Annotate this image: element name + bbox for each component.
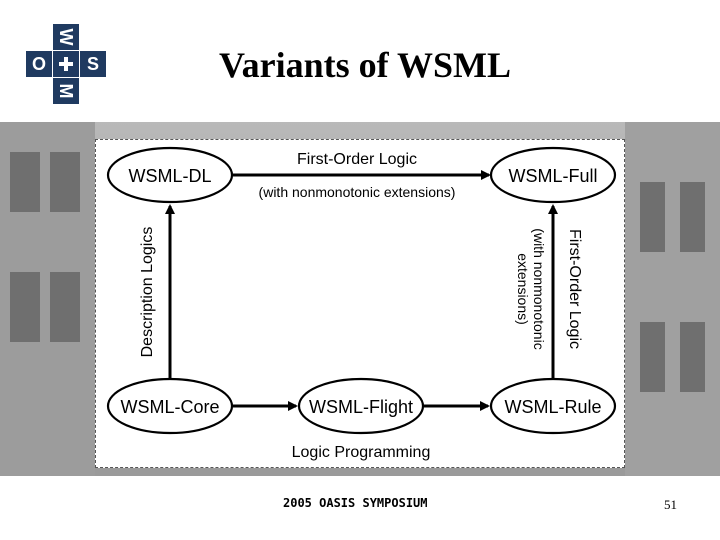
node-wsml-rule-label: WSML-Rule — [504, 397, 601, 417]
node-wsml-dl-label: WSML-DL — [128, 166, 211, 186]
window — [640, 322, 665, 392]
window — [50, 152, 80, 212]
window — [10, 152, 40, 212]
edge-label-first-order-logic-right: First-Order Logic — [566, 229, 583, 349]
logo-bottom-square — [53, 78, 79, 104]
edge-sublabel-right-2: extensions) — [515, 253, 531, 325]
node-wsml-full: WSML-Full — [489, 146, 617, 204]
window — [640, 182, 665, 252]
logo-letter-w: W — [56, 29, 76, 46]
edge-sublabel-right-1: (with nonmonotonic — [531, 228, 547, 349]
node-wsml-flight: WSML-Flight — [297, 377, 425, 435]
slide-title: Variants of WSML — [218, 45, 512, 85]
logo-center-mark — [59, 57, 73, 71]
edge-label-description-logics: Description Logics — [139, 227, 156, 358]
page-number: 51 — [664, 497, 677, 512]
node-wsml-dl: WSML-DL — [106, 146, 234, 204]
edge-sublabel-nonmonotonic: (with nonmonotonic extensions) — [259, 184, 456, 200]
window — [680, 322, 705, 392]
edge-label-first-order-logic: First-Order Logic — [297, 151, 417, 168]
node-wsml-flight-label: WSML-Flight — [309, 397, 413, 417]
footer-text: 2005 OASIS SYMPOSIUM — [283, 496, 428, 510]
window — [10, 272, 40, 342]
node-wsml-full-label: WSML-Full — [509, 166, 598, 186]
building-right — [625, 122, 720, 476]
logo-left-square — [26, 51, 52, 77]
node-wsml-core-label: WSML-Core — [120, 397, 219, 417]
logo-letter-s: S — [87, 54, 99, 74]
logo-letter-m: M — [56, 84, 76, 99]
node-wsml-core: WSML-Core — [106, 377, 234, 435]
logo-letter-o: O — [32, 54, 46, 74]
window — [680, 182, 705, 252]
logo-top-square — [53, 24, 79, 50]
wsmo-logo: W S M O — [26, 24, 106, 104]
logo-right-square — [80, 51, 106, 77]
node-wsml-rule: WSML-Rule — [489, 377, 617, 435]
edge-label-logic-programming: Logic Programming — [292, 444, 431, 461]
window — [50, 272, 80, 342]
